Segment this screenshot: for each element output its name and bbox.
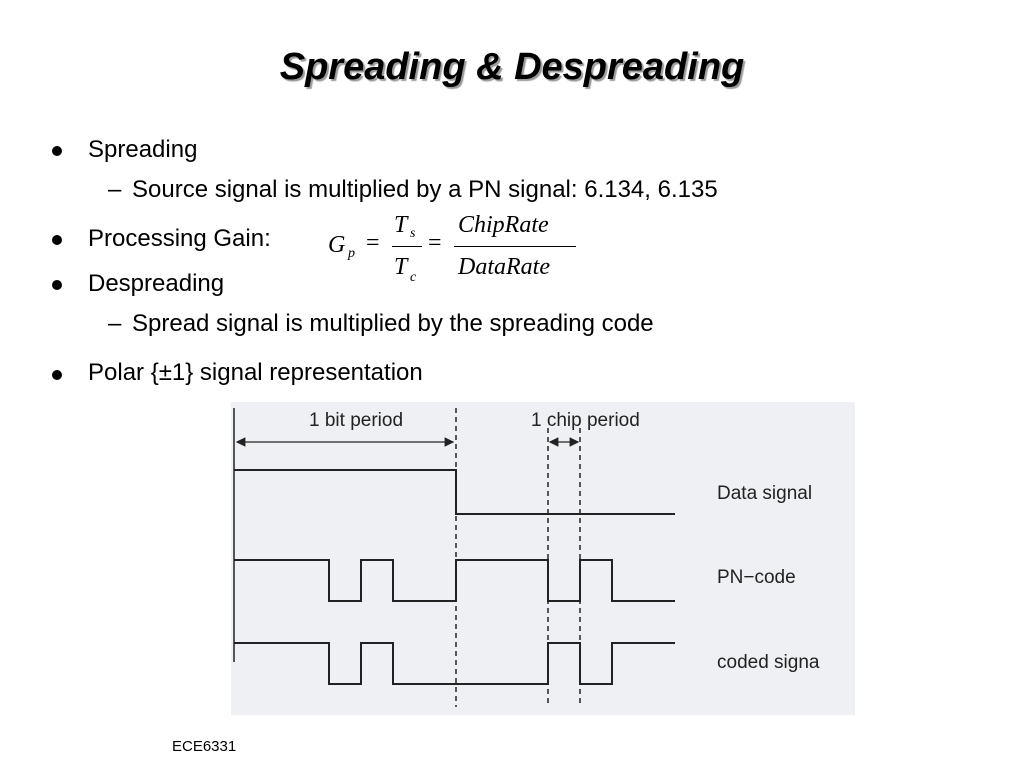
eq-equals-1: = (366, 230, 380, 256)
eq-equals-2: = (428, 230, 442, 256)
eq-Tc: T (394, 254, 408, 280)
slide-title: Spreading & Despreading (279, 46, 745, 88)
coded-signal-label: coded signa (717, 652, 820, 673)
subbullet-spread-signal: Spread signal is multiplied by the sprea… (132, 310, 654, 337)
data-signal-label: Data signal (717, 483, 812, 504)
bit-period-label: 1 bit period (309, 410, 403, 431)
bullet-despreading: Despreading (88, 270, 225, 297)
bullet-spreading: Spreading (88, 136, 198, 163)
pn-code-label: PN−code (717, 567, 796, 588)
eq-Ts: T (394, 212, 408, 238)
sub-bullet-dash: – (108, 176, 122, 203)
sub-bullet-dash: – (108, 310, 122, 337)
eq-fraction-bar-2 (454, 246, 576, 247)
signal-diagram-svg: 1 bit period 1 chip period Data signal P… (233, 408, 820, 707)
pn-code-waveform (234, 559, 675, 602)
eq-G: G (328, 232, 346, 258)
data-signal-waveform (234, 469, 675, 515)
eq-fraction-bar-1 (392, 246, 422, 247)
subbullet-source-signal: Source signal is multiplied by a PN sign… (132, 176, 718, 203)
eq-Tc-subscript: c (410, 270, 417, 285)
bullet-processing-gain: Processing Gain: (88, 225, 271, 252)
eq-denominator: DataRate (458, 254, 550, 280)
bullet-polar: Polar {±1} signal representation (88, 359, 423, 386)
chip-period-label: 1 chip period (531, 410, 640, 431)
signal-diagram: 1 bit period 1 chip period Data signal P… (231, 402, 855, 715)
footer-course-code: ECE6331 (172, 738, 237, 755)
bullet-dot (52, 370, 62, 380)
eq-G-subscript: p (348, 246, 355, 261)
eq-Ts-subscript: s (410, 226, 416, 241)
bullet-dot (52, 280, 62, 290)
bullet-dot (52, 146, 62, 156)
coded-signal-waveform (234, 642, 675, 685)
processing-gain-equation: G p = T s T c = ChipRate DataRate (326, 210, 586, 290)
eq-numerator: ChipRate (458, 212, 549, 238)
bullet-dot (52, 235, 62, 245)
